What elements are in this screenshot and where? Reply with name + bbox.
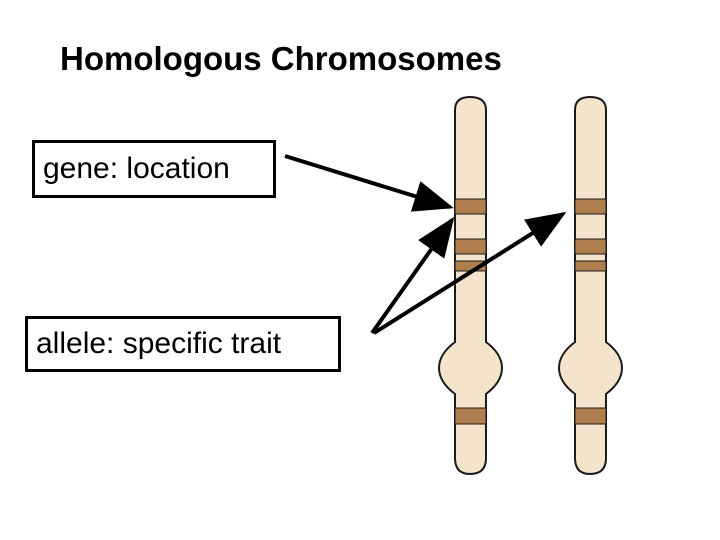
allele-label-box: allele: specific trait <box>25 316 341 372</box>
band-gene-left <box>454 198 487 215</box>
gene-label-text: gene: location <box>43 152 230 185</box>
page-title: Homologous Chromosomes <box>60 40 502 77</box>
band-gene-right <box>574 198 607 215</box>
band-allele-left <box>454 238 487 255</box>
allele-label-text: allele: specific trait <box>36 327 282 360</box>
band-lower-left <box>454 407 487 425</box>
band-thin-right <box>574 260 607 272</box>
arrow-gene-to-band <box>284 154 454 212</box>
arrow-allele-to-left-band <box>370 216 455 335</box>
chromosome-right-body <box>557 95 624 476</box>
chromosome-left-body <box>437 95 504 476</box>
gene-label-box: gene: location <box>32 140 276 198</box>
band-allele-right <box>574 238 607 255</box>
chromosome-left <box>437 95 504 476</box>
band-lower-right <box>574 407 607 425</box>
chromosome-right <box>557 95 624 476</box>
arrow-allele-to-right-band <box>372 211 567 335</box>
